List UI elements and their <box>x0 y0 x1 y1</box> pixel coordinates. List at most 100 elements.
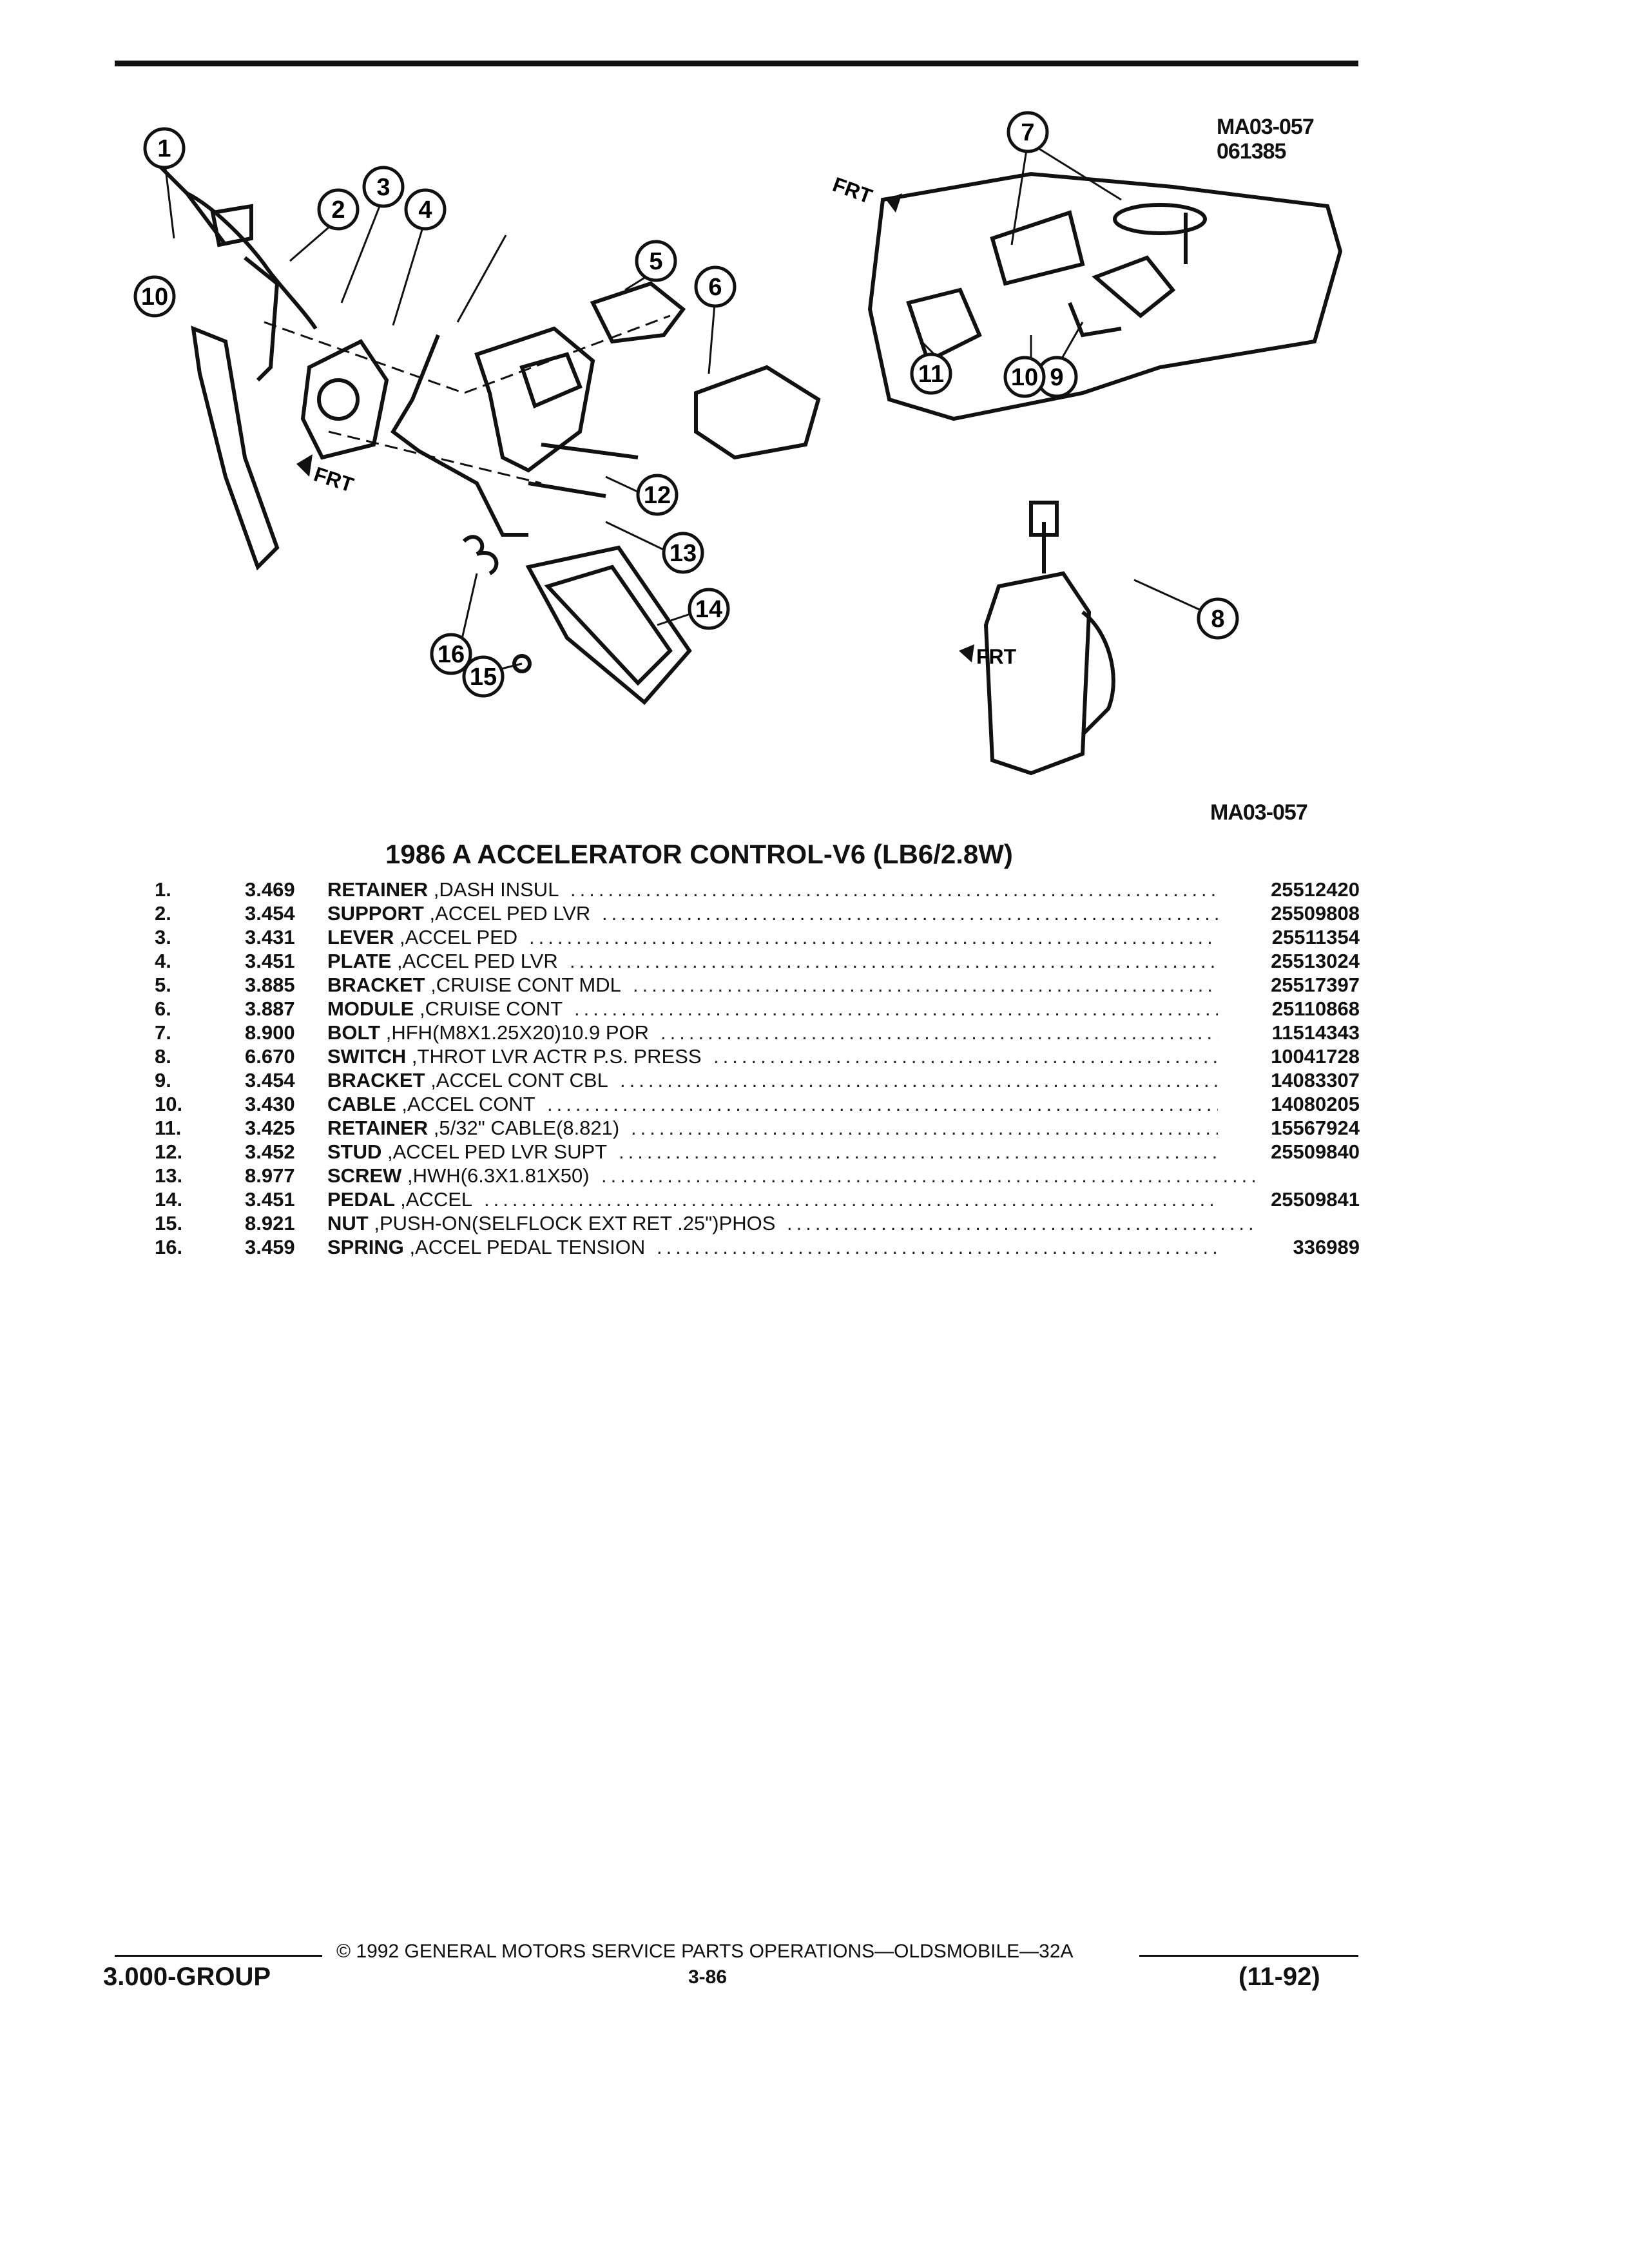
footer-date: (11-92) <box>1239 1963 1320 1991</box>
part-number: 10041728 <box>1271 1045 1360 1068</box>
part-name: RETAINER <box>327 1117 429 1139</box>
part-number: 25509840 <box>1271 1140 1360 1163</box>
callout-number: 5 <box>649 248 662 275</box>
footer-page-number: 3-86 <box>688 1966 728 1988</box>
part-qualifier: ,ACCEL PED LVR SUPT <box>387 1140 608 1163</box>
diagram-ref-code: MA03-057 <box>1217 115 1315 139</box>
part-description: RETAINER ,DASH INSUL <box>327 878 559 901</box>
callout-3: 3 <box>362 166 405 208</box>
callout-circle <box>910 352 952 395</box>
leader-dots: ........................................… <box>620 1069 1218 1091</box>
part-description: SUPPORT ,ACCEL PED LVR <box>327 901 590 925</box>
leader-dots: ........................................… <box>484 1188 1218 1211</box>
callout-number: 6 <box>708 274 722 301</box>
part-description: RETAINER ,5/32" CABLE(8.821) <box>327 1116 619 1140</box>
part-number: 25512420 <box>1271 878 1360 901</box>
part-group-code: 8.900 <box>245 1021 295 1044</box>
callout-6: 6 <box>694 265 737 308</box>
part-name: SUPPORT <box>327 902 424 925</box>
part-name: SCREW <box>327 1164 402 1187</box>
part-qualifier: ,DASH INSUL <box>433 878 559 901</box>
part-description: STUD ,ACCEL PED LVR SUPT <box>327 1140 607 1164</box>
part-group-code: 3.469 <box>245 878 295 901</box>
callout-13: 13 <box>662 532 704 574</box>
leader-dots: ........................................… <box>619 1140 1218 1163</box>
callout-circle <box>317 188 360 231</box>
callout-1: 1 <box>143 127 186 169</box>
leader-dots: ........................................… <box>574 997 1218 1020</box>
callout-number: 3 <box>376 174 390 201</box>
part-qualifier: ,PUSH-ON(SELFLOCK EXT RET .25")PHOS <box>374 1212 776 1235</box>
callout-circle <box>662 532 704 574</box>
part-group-code: 3.451 <box>245 1188 295 1211</box>
footer-rule-right <box>1139 1955 1358 1957</box>
callout-number: 15 <box>470 664 497 691</box>
callout-circle <box>362 166 405 208</box>
part-number: 25517397 <box>1271 974 1360 996</box>
callout-number: 14 <box>695 596 722 623</box>
part-qualifier: ,CRUISE CONT MDL <box>430 974 621 996</box>
part-ref-number: 2. <box>155 902 171 925</box>
callout-7: 7 <box>1007 111 1049 153</box>
nut-shape <box>512 654 532 673</box>
bracket-shape <box>590 281 686 344</box>
part-qualifier: ,ACCEL CONT CBL <box>430 1069 608 1091</box>
leader-dots: ........................................… <box>633 974 1218 996</box>
callout-16: 16 <box>430 633 472 675</box>
part-ref-number: 6. <box>155 997 171 1020</box>
page-title: 1986 A ACCELERATOR CONTROL-V6 (LB6/2.8W) <box>385 839 1013 869</box>
part-group-code: 3.887 <box>245 997 295 1020</box>
pedal-pad-shape <box>525 545 692 706</box>
part-ref-number: 12. <box>155 1140 183 1163</box>
part-number: 336989 <box>1293 1236 1360 1258</box>
part-number: 25110868 <box>1271 997 1360 1020</box>
part-description: PLATE ,ACCEL PED LVR <box>327 949 558 973</box>
parts-row: 6. 3.887 MODULE ,CRUISE CONT..............… <box>155 997 1360 1021</box>
callout-circle <box>1003 356 1046 398</box>
part-qualifier: ,ACCEL PED LVR <box>396 950 558 972</box>
part-description: BRACKET ,ACCEL CONT CBL <box>327 1068 608 1092</box>
part-description: BOLT ,HFH(M8X1.25X20)10.9 POR <box>327 1021 649 1044</box>
part-group-code: 3.451 <box>245 950 295 972</box>
callout-number: 1 <box>157 135 171 162</box>
part-description: SWITCH ,THROT LVR ACTR P.S. PRESS <box>327 1044 702 1068</box>
part-name: STUD <box>327 1140 382 1163</box>
callout-circle <box>430 633 472 675</box>
part-number: 11514343 <box>1271 1021 1360 1044</box>
part-description: SCREW ,HWH(6.3X1.81X50) <box>327 1164 590 1187</box>
module-shape <box>694 365 821 460</box>
leader-dots: ........................................… <box>631 1117 1218 1139</box>
plate-shape <box>474 326 595 473</box>
part-qualifier: ,HFH(M8X1.25X20)10.9 POR <box>385 1021 650 1044</box>
part-group-code: 3.430 <box>245 1093 295 1115</box>
part-ref-number: 16. <box>155 1236 183 1258</box>
part-group-code: 3.454 <box>245 902 295 925</box>
frt-label-left: FRT <box>311 462 357 497</box>
callout-5: 5 <box>635 240 677 282</box>
part-qualifier: ,CRUISE CONT <box>419 997 563 1020</box>
callout-circle <box>688 588 730 630</box>
footer-rule-left <box>115 1955 322 1957</box>
part-number: 25513024 <box>1271 950 1360 972</box>
part-name: MODULE <box>327 997 414 1020</box>
part-ref-number: 15. <box>155 1212 183 1235</box>
part-group-code: 3.459 <box>245 1236 295 1258</box>
callout-12: 12 <box>636 474 679 516</box>
top-rule <box>115 61 1358 66</box>
callout-4: 4 <box>404 188 447 231</box>
callout-10: 10 <box>1003 356 1046 398</box>
frt-label-top: FRT <box>830 173 876 208</box>
part-description: MODULE ,CRUISE CONT <box>327 997 563 1021</box>
callout-2: 2 <box>317 188 360 231</box>
callout-circle <box>1197 597 1239 640</box>
part-name: RETAINER <box>327 878 429 901</box>
part-description: NUT ,PUSH-ON(SELFLOCK EXT RET .25")PHOS <box>327 1211 775 1235</box>
callout-circle <box>462 655 505 698</box>
part-ref-number: 14. <box>155 1188 183 1211</box>
